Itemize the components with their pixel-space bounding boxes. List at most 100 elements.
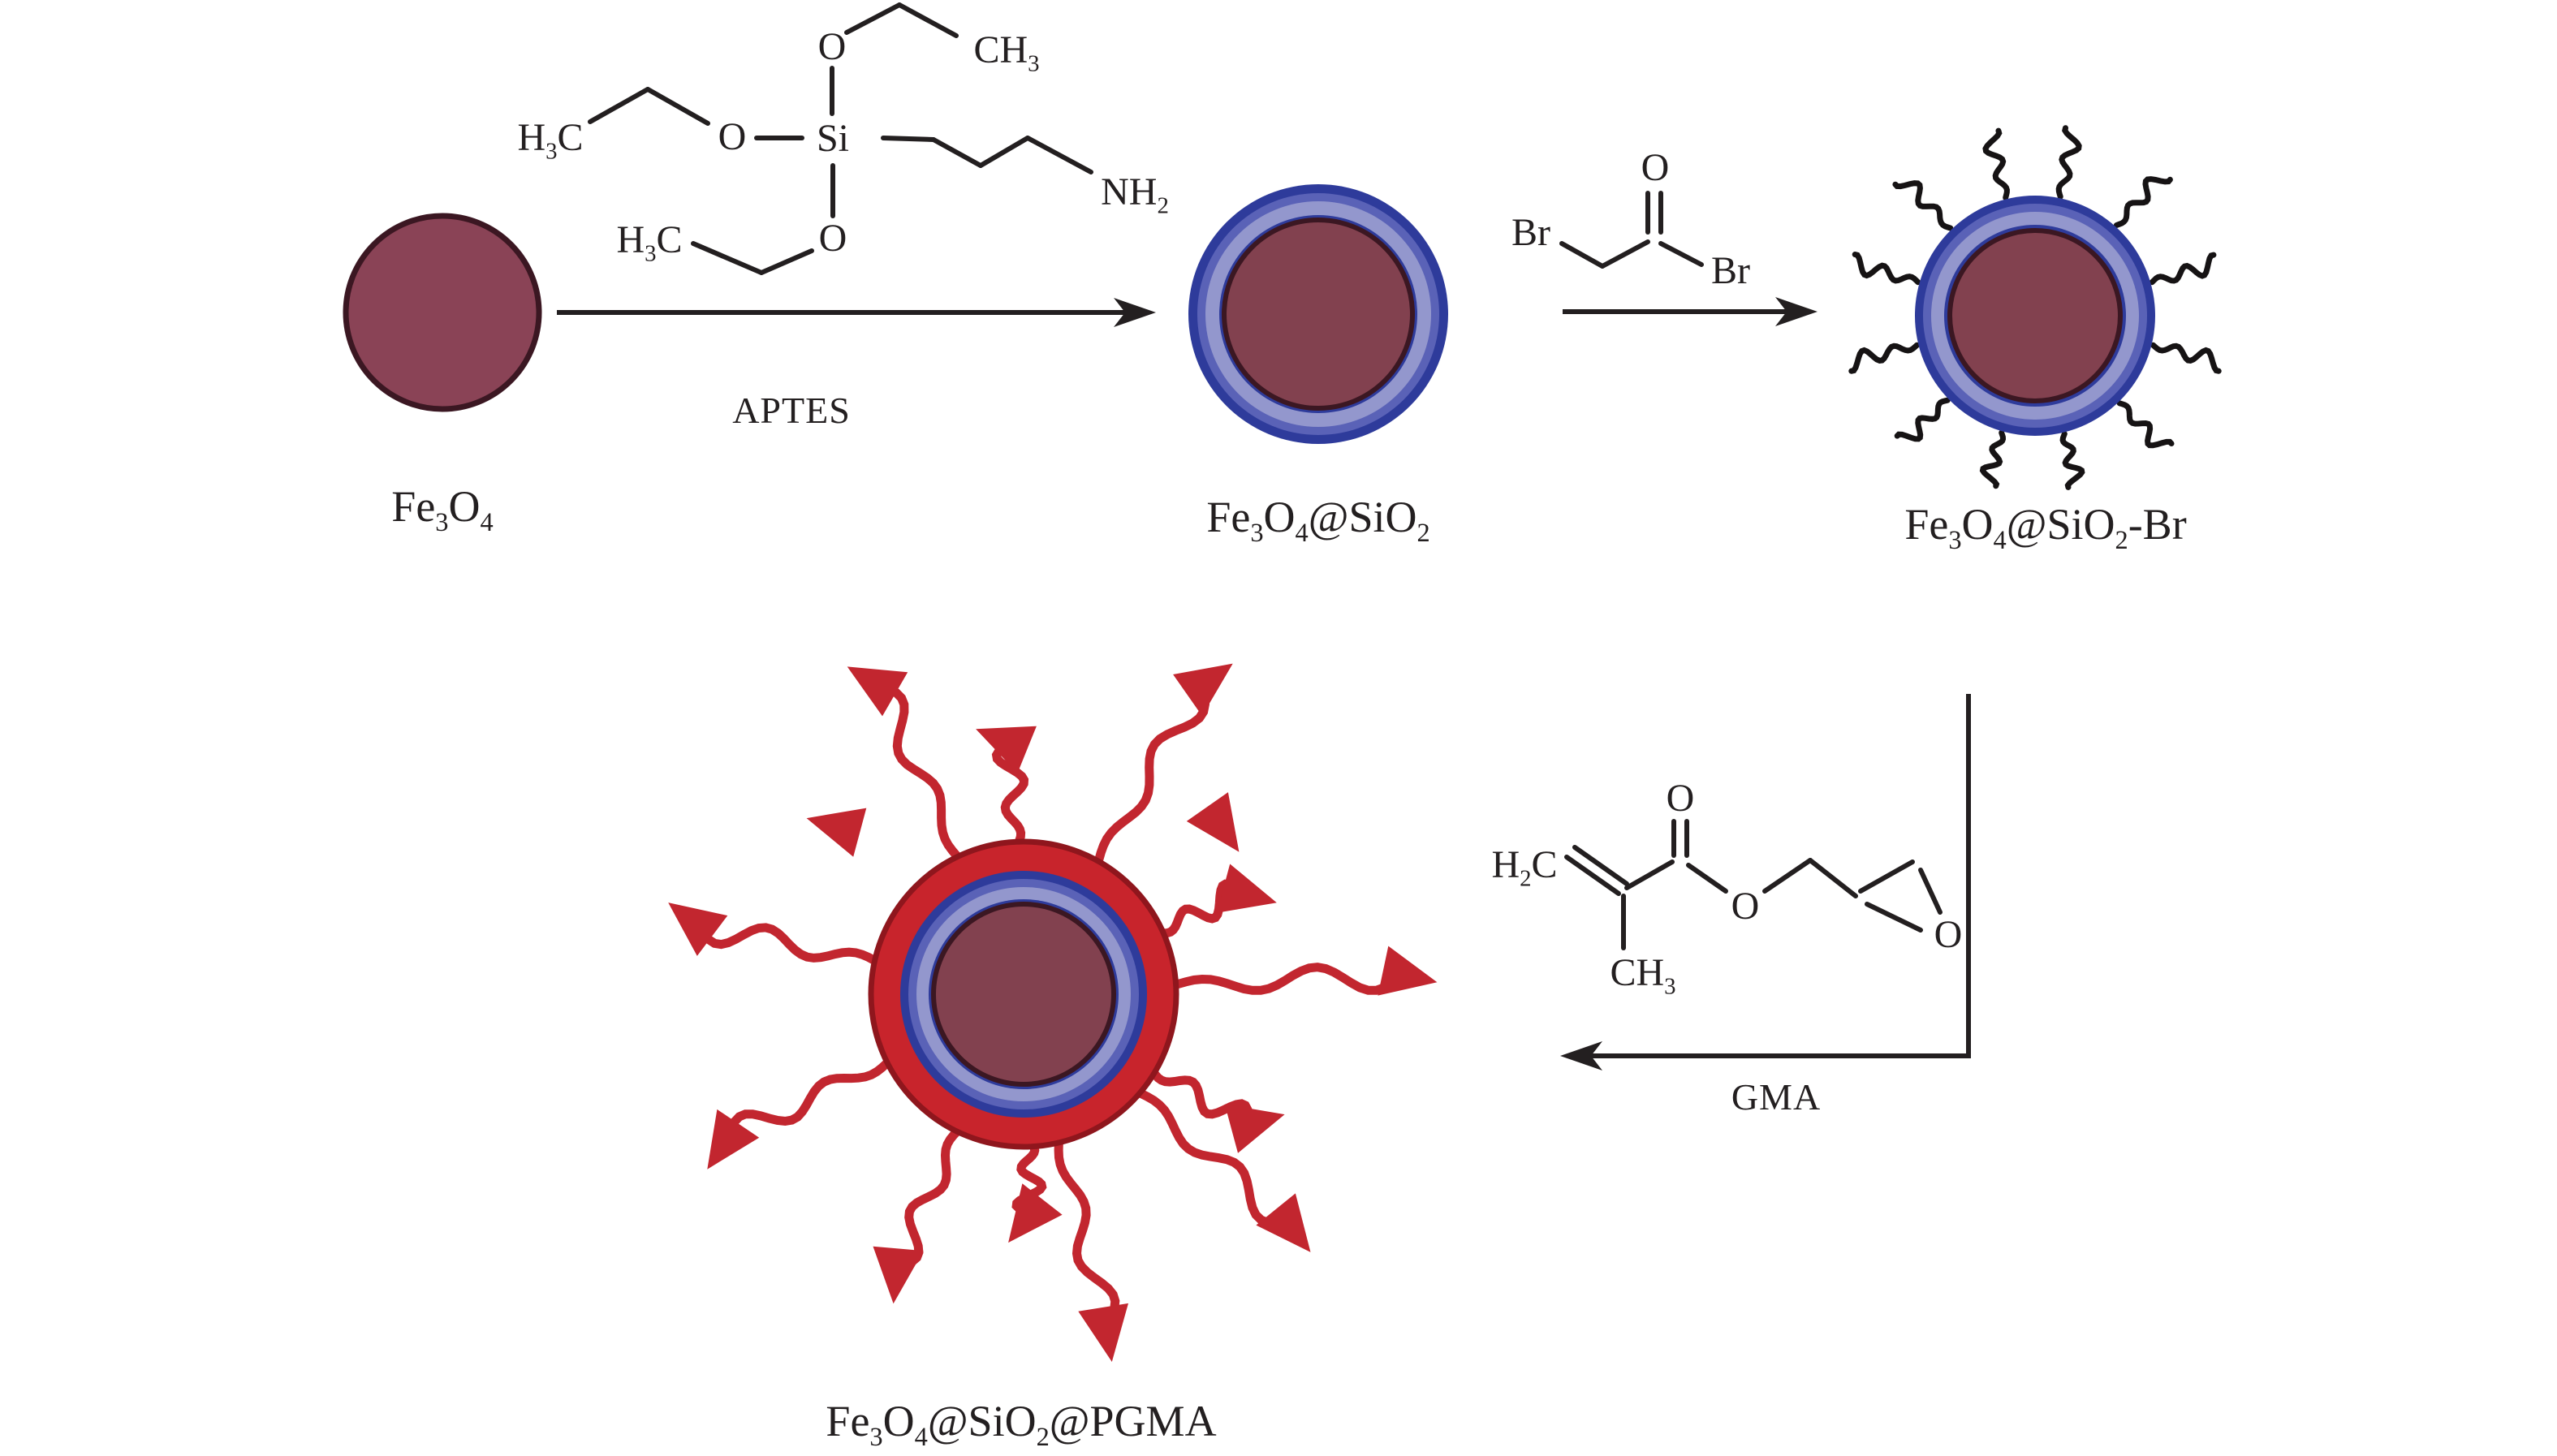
gma-ch3-label: CH3 [1610, 951, 1676, 1000]
bromide-br-right-label: Br [1711, 249, 1750, 292]
pgma-arm [1129, 1085, 1291, 1229]
bromination-arrow [1563, 297, 1817, 326]
pgma-arm-triangle [707, 1109, 760, 1170]
pgma-arm-triangle [1256, 1193, 1311, 1252]
bond [1686, 863, 1728, 894]
bond [1559, 241, 1605, 269]
aptes-reagent-label: APTES [732, 390, 851, 431]
pgma-polymer-arms [668, 663, 1438, 1362]
epoxide-bond [1918, 868, 1943, 915]
bond [1025, 136, 1093, 174]
gma-o-carbonyl-label: O [1666, 777, 1695, 820]
epoxide-bond [1865, 902, 1923, 933]
pgma-arm [723, 1053, 897, 1143]
bromo-initiator-arms [1848, 125, 2222, 490]
bromo-arm [2150, 342, 2222, 374]
fe3o4-label: Fe3O4 [391, 482, 494, 537]
bond [1808, 858, 1858, 898]
particle-fe3o4-sio2-pgma [668, 663, 1438, 1362]
bromoacetyl-bromide-bonds [1559, 191, 1704, 269]
particle-fe3o4 [343, 213, 542, 412]
double-bond [1572, 845, 1629, 886]
pgma-arm [892, 1122, 967, 1271]
pgma-arm-triangle [1224, 1104, 1285, 1153]
aptes-o-bottom-label: O [818, 217, 847, 260]
aptes-nh2-label: NH2 [1101, 170, 1169, 219]
pgma-arm-triangle [847, 666, 908, 717]
arrowhead-left [1560, 1041, 1602, 1070]
pgma-arm [1092, 680, 1210, 872]
pgma-arm-triangle [976, 726, 1037, 773]
bromo-arm [2055, 125, 2082, 200]
aptes-o-top-label: O [817, 25, 847, 68]
elbow-connector [1588, 694, 1971, 1058]
epoxide-bond [1858, 859, 1915, 894]
pgma-arm-triangle [1078, 1303, 1128, 1362]
pgma-arm [991, 738, 1029, 853]
bond [1624, 859, 1675, 890]
pgma-arm-triangle [1008, 1183, 1063, 1243]
pgma-loose-triangle [1186, 792, 1240, 852]
bromo-arm [1982, 127, 2010, 200]
gma-h2c-label: H2C [1491, 843, 1558, 892]
fe3o4-core [343, 213, 542, 412]
fe3o4-sio2-label: Fe3O4@SiO2 [1206, 493, 1430, 548]
fe3o4-sio2-pgma-label: Fe3O4@SiO2@PGMA [826, 1397, 1217, 1452]
pgma-arm [1054, 1131, 1120, 1329]
bond [978, 136, 1030, 168]
bromo-arm [2149, 252, 2217, 286]
bromide-br-left-label: Br [1511, 211, 1550, 254]
aptes-structure-bonds [588, 2, 1093, 275]
pgma-loose-triangle [806, 808, 867, 857]
gma-arrow [1560, 694, 1971, 1070]
pgma-arm [693, 920, 886, 969]
pgma-arm-triangle [1378, 946, 1438, 996]
pgma-arm [1165, 963, 1405, 995]
bromo-arm [1892, 180, 1954, 231]
aptes-h3c-left-label: H3C [517, 116, 584, 165]
bromide-o-label: O [1641, 146, 1670, 189]
bond [881, 136, 936, 142]
fe3o4-core [931, 902, 1116, 1087]
pgma-arm [875, 680, 967, 867]
bond [897, 2, 959, 38]
bromo-arm [1848, 342, 1920, 374]
fe3o4-sio2-br-label: Fe3O4@SiO2-Br [1904, 500, 2187, 555]
aptes-h3c-bottom-label: H3C [616, 218, 683, 267]
particle-fe3o4-sio2 [1188, 184, 1448, 444]
pgma-arm-triangle [1173, 663, 1233, 717]
bromo-arm [2113, 176, 2173, 228]
bond [931, 137, 983, 168]
fe3o4-core [1222, 218, 1415, 411]
pgma-arm [1151, 879, 1245, 938]
gma-o-epoxide-label: O [1934, 913, 1963, 956]
arrowhead-right [1775, 297, 1817, 326]
aptes-ch3-top-label: CH3 [973, 28, 1040, 77]
bond [844, 2, 902, 35]
bond [1600, 239, 1650, 269]
bond [759, 248, 814, 275]
gma-structure-bonds [1564, 819, 1943, 950]
particle-fe3o4-sio2-br [1848, 125, 2222, 490]
aptes-arrow [557, 298, 1156, 327]
bond [691, 241, 764, 275]
aptes-o-left-label: O [718, 115, 747, 158]
pgma-arm-triangle [873, 1246, 924, 1304]
double-bond [1564, 855, 1621, 896]
bond [1762, 858, 1813, 894]
bromo-arm [1894, 397, 1951, 442]
pgma-arm [1145, 1062, 1253, 1129]
aptes-si-label: Si [816, 117, 850, 160]
bond [588, 87, 650, 124]
bromo-arm [1852, 252, 1921, 286]
arrowhead-right [1114, 298, 1156, 327]
bromo-arm [2059, 431, 2085, 490]
pgma-arm-triangle [1217, 864, 1277, 913]
fe3o4-core [1947, 228, 2123, 403]
bromo-arm [2116, 400, 2175, 449]
bond [1658, 241, 1704, 267]
pgma-arm-triangle [668, 902, 728, 956]
bromo-arm [1979, 429, 2007, 489]
bond [645, 87, 710, 126]
